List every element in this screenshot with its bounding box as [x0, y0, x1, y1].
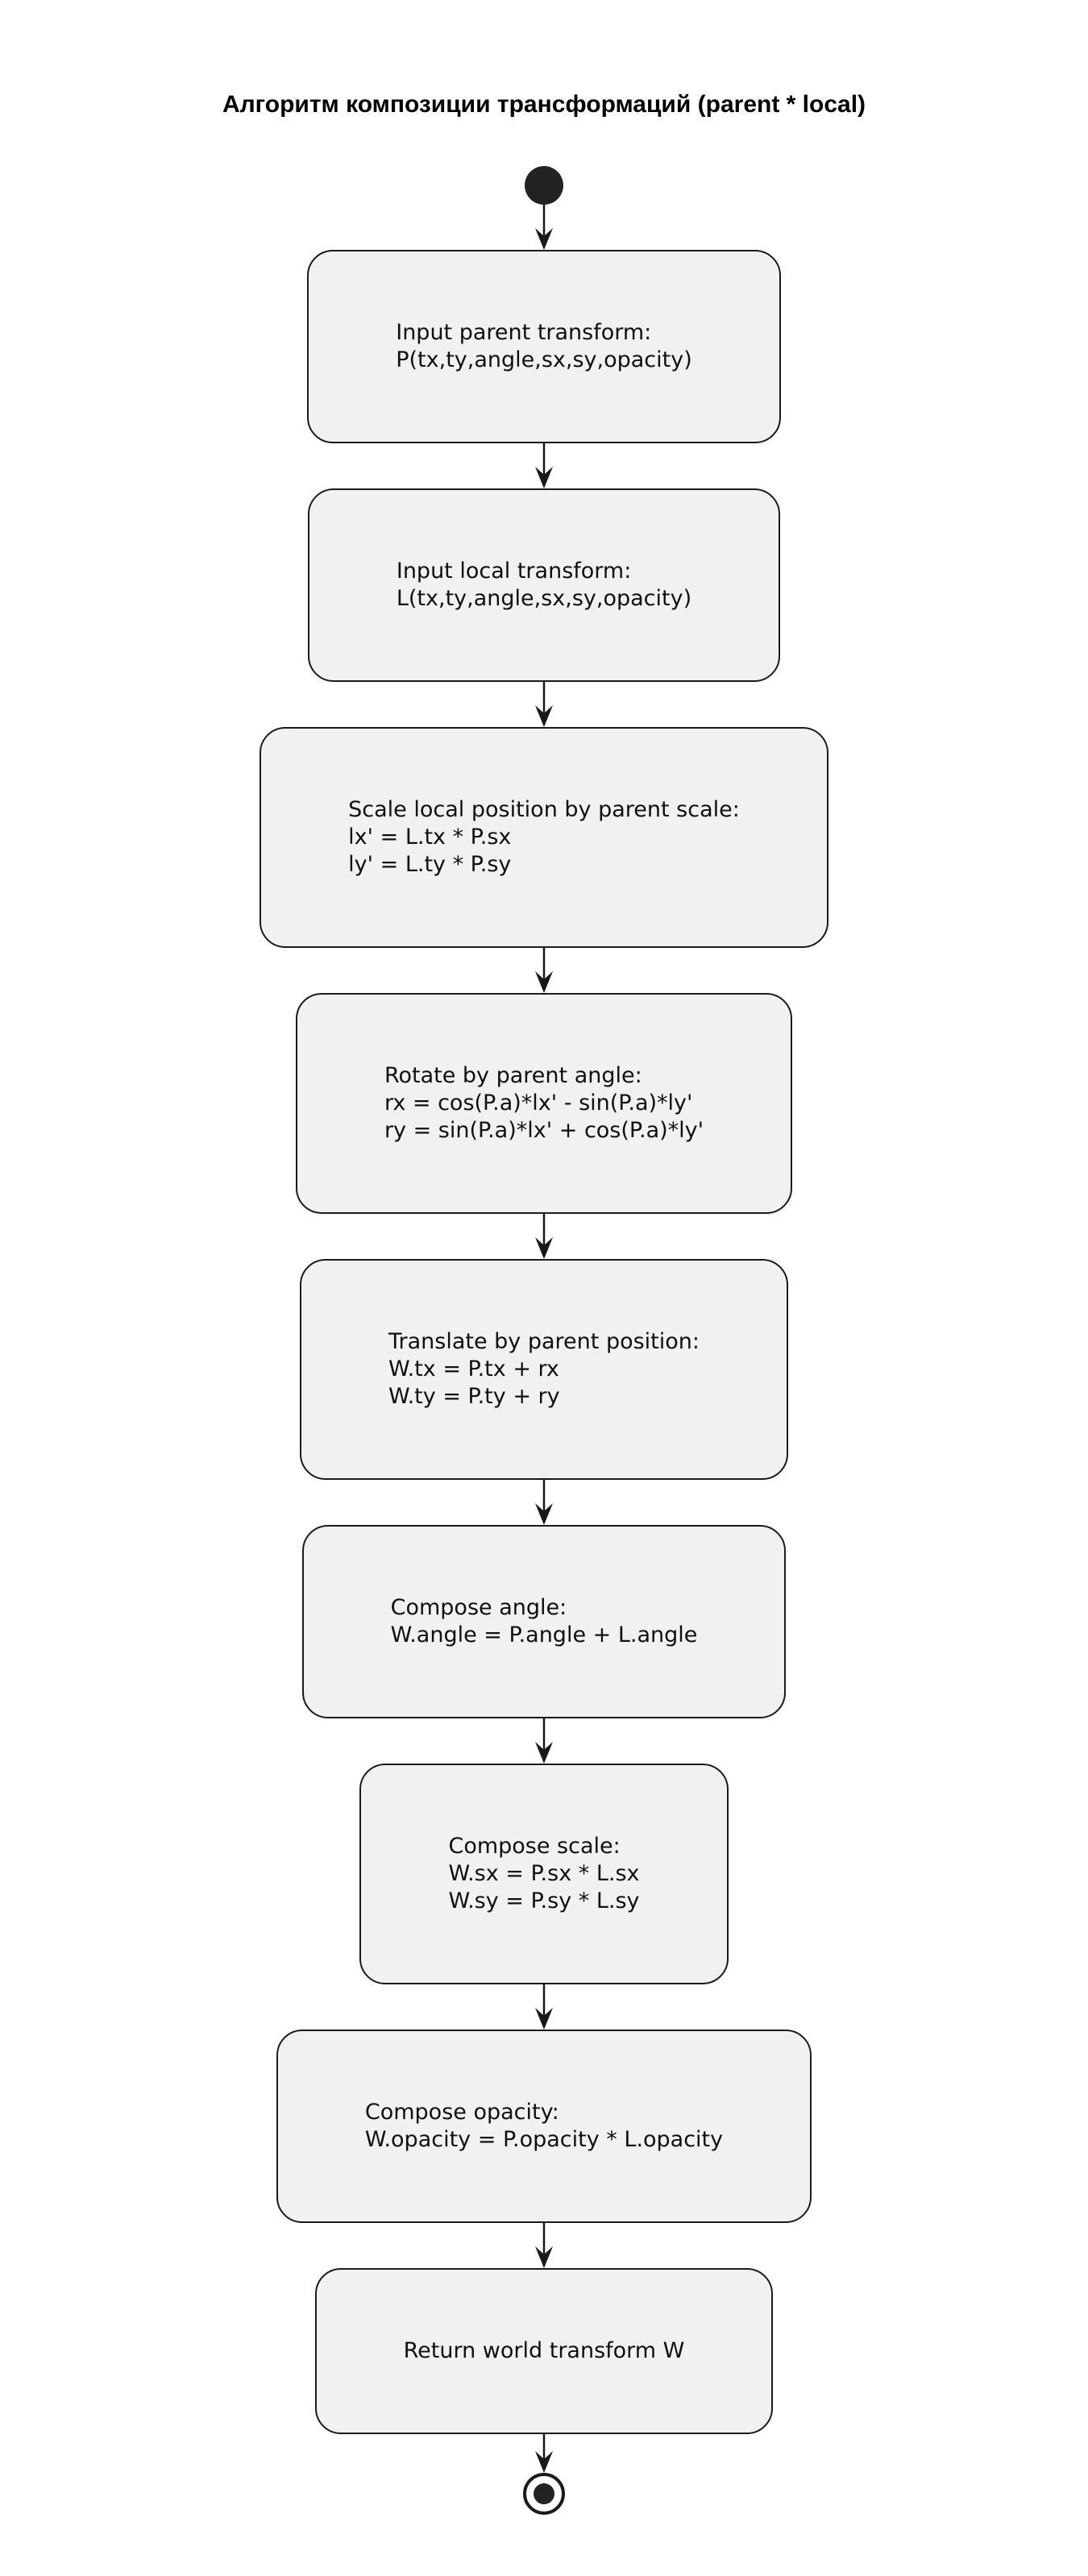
node-text-line: W.ty = P.ty + ry: [388, 1384, 560, 1409]
node-text-line: P(tx,ty,angle,sx,sy,opacity): [396, 347, 692, 372]
node-text-line: ry = sin(P.a)*lx' + cos(P.a)*ly': [384, 1118, 704, 1143]
end-node: [523, 2473, 565, 2515]
flow-arrow-icon: [535, 682, 553, 727]
node-text-line: lx' = L.tx * P.sx: [348, 825, 512, 850]
node-text-line: ly' = L.ty * P.sy: [348, 852, 512, 877]
node-text-line: W.opacity = P.opacity * L.opacity: [364, 2127, 724, 2152]
activity-node-compose-angle: Compose angle:W.angle = P.angle + L.angl…: [301, 1525, 787, 1718]
activity-node-scale-local-position: Scale local position by parent scale: lx'…: [260, 727, 828, 948]
activity-node-input-parent-transform: Input parent transform:P(tx,ty,angle,sx,…: [307, 250, 781, 443]
start-node: [525, 166, 563, 205]
diagram-title: Алгоритм композиции трансформаций (paren…: [222, 91, 866, 118]
flow-arrow-icon: [535, 1984, 553, 2030]
activity-node-compose-opacity: Compose opacity:W.opacity = P.opacity * …: [276, 2030, 812, 2223]
flow-arrow-icon: [535, 1718, 553, 1764]
node-text-line: Compose angle:: [390, 1595, 567, 1620]
flow-arrow-icon: [535, 1480, 553, 1525]
node-text-line: Scale local position by parent scale:: [348, 797, 740, 822]
flow-arrow-icon: [535, 948, 553, 993]
node-text-line: rx = cos(P.a)*lx' - sin(P.a)*ly': [384, 1091, 693, 1116]
activity-node-translate-by-parent-position: Translate by parent position: W.tx = P.tx…: [299, 1259, 788, 1480]
activity-node-rotate-by-parent-angle: Rotate by parent angle: rx = cos(P.a)*lx'…: [295, 993, 793, 1214]
node-text-line: W.angle = P.angle + L.angle: [390, 1622, 698, 1647]
activity-flow: Input parent transform:P(tx,ty,angle,sx,…: [0, 166, 1088, 2515]
activity-node-return-world-transform: Return world transform W: [314, 2268, 774, 2434]
node-text-line: W.tx = P.tx + rx: [388, 1357, 559, 1381]
flow-arrow-icon: [535, 205, 553, 250]
flow-arrow-icon: [535, 1214, 553, 1259]
node-text-line: Input parent transform:: [396, 320, 652, 345]
node-text-line: Input local transform:: [396, 559, 632, 584]
end-node-dot: [534, 2483, 554, 2504]
flow-arrow-icon: [535, 2434, 553, 2473]
flow-arrow-icon: [535, 443, 553, 488]
node-text-line: Compose opacity:: [364, 2100, 559, 2125]
node-text-line: L(tx,ty,angle,sx,sy,opacity): [396, 586, 692, 611]
node-text-line: W.sy = P.sy * L.sy: [448, 1888, 640, 1913]
flow-arrow-icon: [535, 2223, 553, 2268]
node-text-line: Rotate by parent angle:: [384, 1063, 642, 1088]
activity-node-input-local-transform: Input local transform:L(tx,ty,angle,sx,s…: [307, 488, 781, 682]
node-text-line: Compose scale:: [448, 1834, 621, 1859]
node-text-line: Translate by parent position:: [388, 1329, 700, 1354]
node-text-line: Return world transform W: [403, 2338, 685, 2363]
node-text-line: W.sx = P.sx * L.sx: [448, 1861, 640, 1886]
